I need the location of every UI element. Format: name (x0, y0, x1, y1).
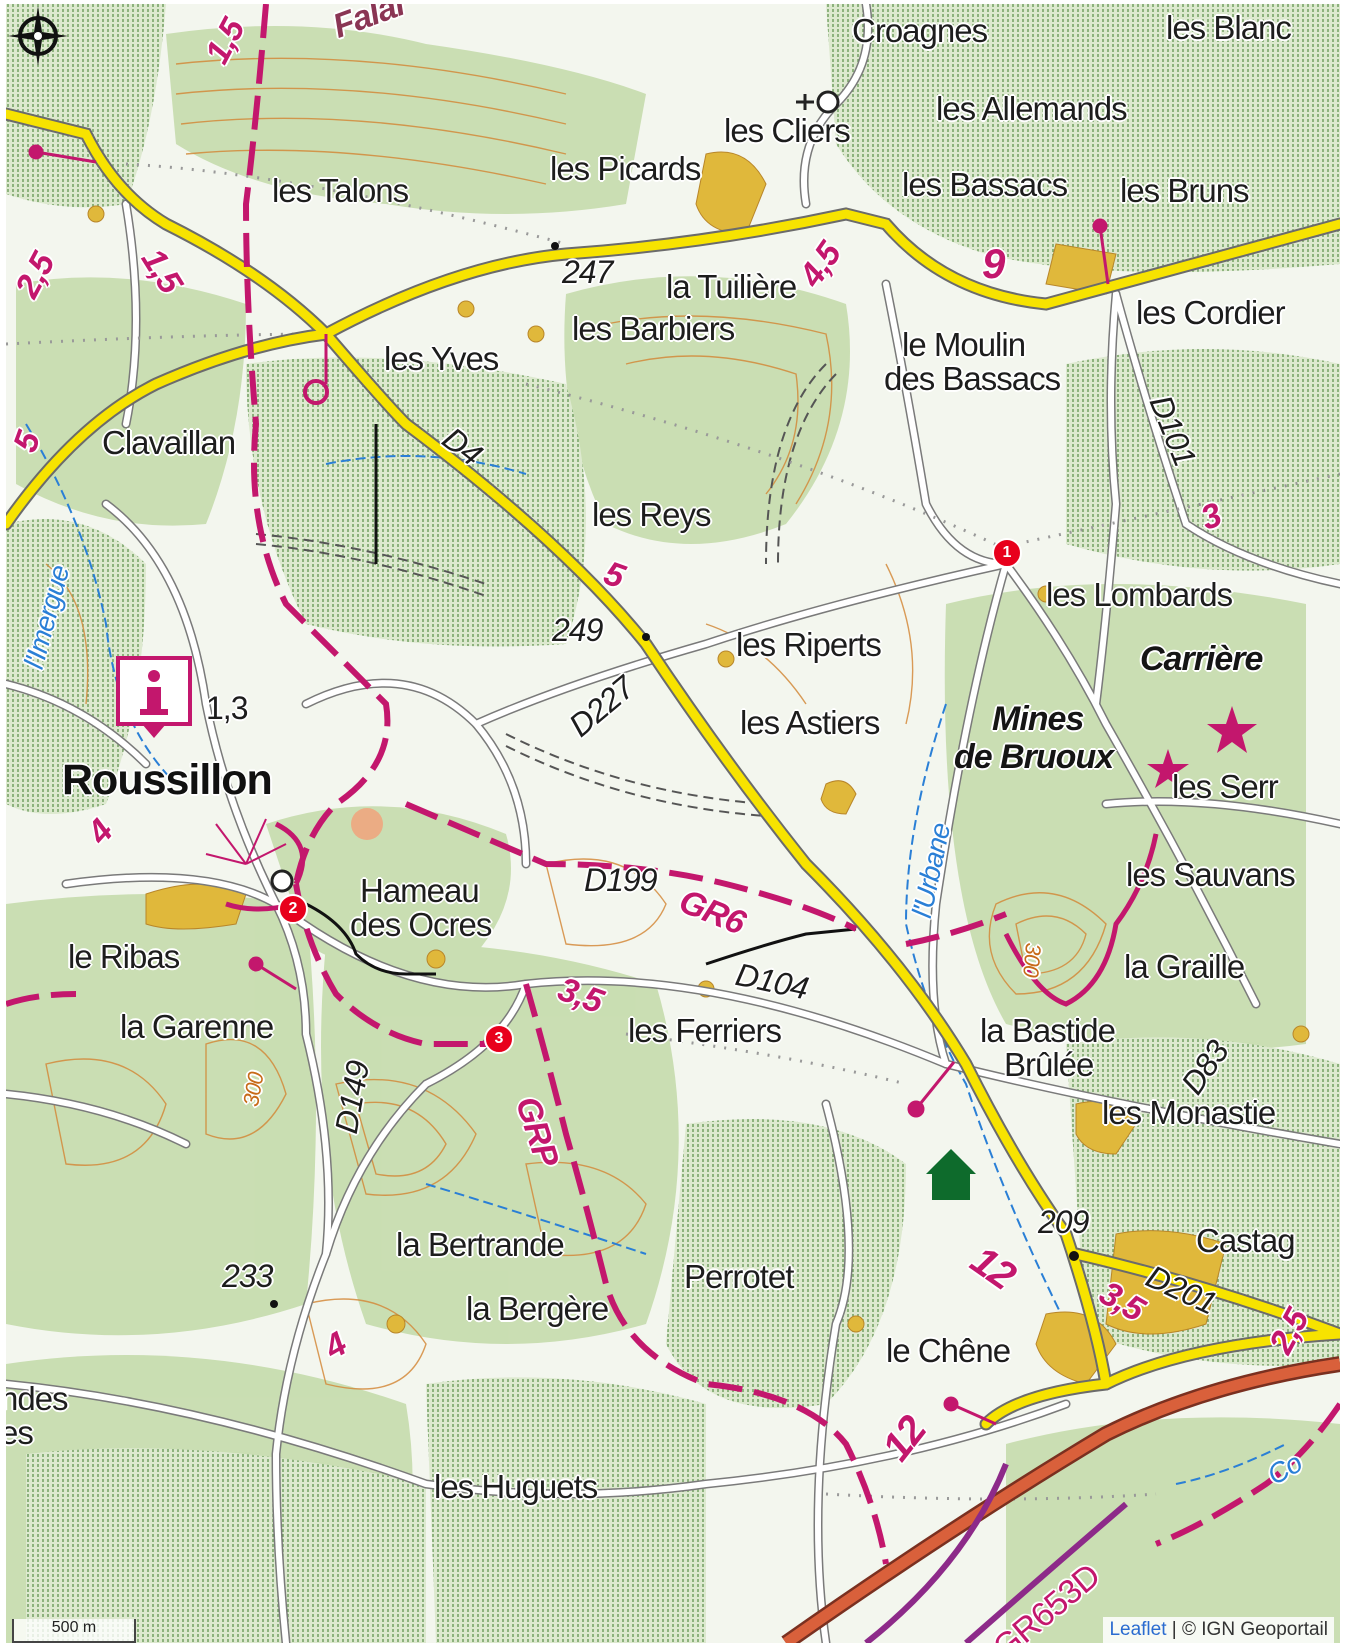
place-les-picards: les Picards (550, 150, 701, 187)
trail-dist-9: 9 (982, 240, 1005, 287)
place-perrotet: Perrotet (684, 1258, 794, 1295)
place-le-chene: le Chêne (886, 1332, 1011, 1369)
church-icons (270, 90, 840, 893)
place-roussillon: Roussillon (62, 756, 273, 804)
map-view[interactable]: Falai Croagnes les Blanc les Allemands l… (6, 4, 1340, 1643)
compass-icon[interactable] (6, 4, 70, 68)
elevation-209: 209 (1038, 1204, 1089, 1240)
elevation-233: 233 (222, 1258, 273, 1294)
stars (1147, 706, 1257, 788)
place-les-allemands: les Allemands (936, 90, 1128, 127)
place-les-serr: les Serr (1172, 768, 1279, 805)
place-des-ocres: des Ocres (350, 906, 492, 943)
place-les-talons: les Talons (272, 172, 409, 209)
place-de-bruoux: de Bruoux (954, 738, 1114, 776)
place-les-astiers: les Astiers (740, 704, 880, 741)
built-areas (87, 151, 1310, 1385)
minor-roads (6, 4, 1340, 1643)
place-castag: Castag (1196, 1222, 1296, 1259)
trail-dist-1-3: 1,3 (206, 690, 248, 726)
place-les-bruns: les Bruns (1120, 172, 1250, 209)
place-carriere: Carrière (1140, 640, 1263, 678)
place-clavaillan: Clavaillan (102, 424, 236, 461)
attribution: Leaflet | © IGN Geoportail (1103, 1617, 1334, 1643)
contour-lines (45, 57, 1107, 1390)
scale-bar: 500 m (12, 1619, 136, 1643)
place-les-cliers: les Cliers (724, 112, 851, 149)
place-les-ferriers: les Ferriers (628, 1012, 782, 1049)
poi-pins (28, 144, 1110, 1426)
place-es: es (6, 1414, 34, 1451)
attribution-text: | © IGN Geoportail (1171, 1619, 1328, 1640)
road-d199: D199 (584, 862, 657, 898)
info-icon (116, 656, 192, 738)
gr-trails (6, 4, 1340, 1565)
contour-300-east: 300 (1018, 941, 1046, 978)
place-la-garenne: la Garenne (120, 1008, 274, 1045)
place-ndes: ndes (6, 1380, 69, 1417)
place-le-ribas: le Ribas (68, 938, 180, 975)
main-roads (6, 107, 1340, 1431)
leaflet-link[interactable]: Leaflet (1109, 1619, 1167, 1640)
place-les-bassacs: les Bassacs (902, 166, 1068, 203)
place-croagnes: Croagnes (852, 12, 988, 49)
map-base-layer (6, 4, 1340, 1643)
place-les-yves: les Yves (384, 340, 499, 377)
place-la-bergere: la Bergère (466, 1290, 609, 1327)
route-marker-1[interactable]: 1 (992, 538, 1022, 568)
route-marker-2[interactable]: 2 (278, 894, 308, 924)
place-la-graille: la Graille (1124, 948, 1245, 985)
shelter-icon (926, 1149, 976, 1200)
place-la-tuiliere: la Tuilière (666, 268, 797, 305)
place-les-barbiers: les Barbiers (572, 310, 735, 347)
place-mines: Mines (992, 700, 1084, 738)
place-les-riperts: les Riperts (736, 626, 882, 663)
elevation-247: 247 (562, 254, 613, 290)
dashed-tracks (255, 363, 837, 817)
place-les-monastie: les Monastie (1102, 1094, 1276, 1131)
vineyard-zones (6, 4, 1340, 1643)
place-les-sauvans: les Sauvans (1126, 856, 1296, 893)
place-les-lombards: les Lombards (1046, 576, 1233, 613)
place-les-cordier: les Cordier (1136, 294, 1286, 331)
motorway (781, 1356, 1340, 1643)
place-hameau: Hameau (360, 872, 480, 909)
place-les-huguets: les Huguets (434, 1468, 598, 1505)
place-la-bertrande: la Bertrande (396, 1226, 565, 1263)
place-les-reys: les Reys (592, 496, 712, 533)
place-des-bassacs: des Bassacs (884, 360, 1061, 397)
place-les-blanc: les Blanc (1166, 9, 1292, 46)
place-brulee: Brûlée (1004, 1046, 1094, 1083)
elevation-249: 249 (552, 612, 603, 648)
place-la-bastide: la Bastide (980, 1012, 1116, 1049)
place-le-moulin: le Moulin (902, 326, 1026, 363)
route-marker-3[interactable]: 3 (484, 1024, 514, 1054)
